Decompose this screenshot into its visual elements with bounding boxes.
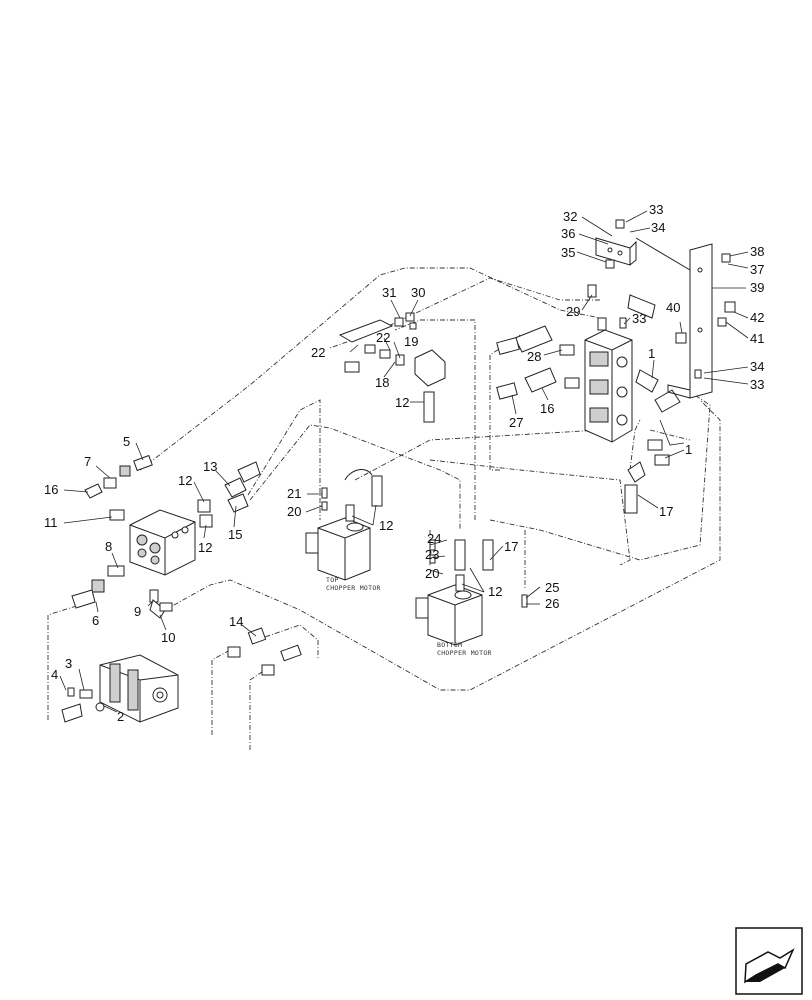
callout-3: 3: [65, 656, 72, 671]
callout-36: 36: [561, 226, 575, 241]
bottom-chopper-motor: [415, 539, 528, 646]
callout-14: 14: [229, 614, 243, 629]
valve-block: [129, 509, 196, 576]
top-motor-caption-line2: CHOPPER MOTOR: [326, 584, 381, 592]
callout-38: 38: [750, 244, 764, 259]
callout-11: 11: [44, 515, 58, 530]
callout-18: 18: [375, 375, 389, 390]
callout-19: 19: [404, 334, 418, 349]
callout-33: 33: [649, 202, 663, 217]
hydraulic-pump: [61, 654, 179, 723]
callout-12: 12: [488, 584, 502, 599]
callout-12: 12: [178, 473, 192, 488]
callout-40: 40: [666, 300, 680, 315]
callout-1: 1: [685, 442, 692, 457]
top-chopper-motor: [305, 469, 383, 581]
callout-32: 32: [563, 209, 577, 224]
bottom-motor-caption-line1: BOTTOM: [437, 641, 462, 649]
bottom-motor-caption-line2: CHOPPER MOTOR: [437, 649, 492, 657]
next-page-arrow-icon[interactable]: [735, 927, 803, 995]
callout-4: 4: [51, 667, 58, 682]
callout-1: 1: [648, 346, 655, 361]
callout-34: 34: [651, 220, 665, 235]
callout-28: 28: [527, 349, 541, 364]
callout-23: 23: [425, 547, 439, 562]
callout-29: 29: [566, 304, 580, 319]
callout-17: 17: [659, 504, 673, 519]
callout-27: 27: [509, 415, 523, 430]
upper-bracket: [595, 219, 637, 269]
hose-lines: [47, 267, 721, 750]
callout-12: 12: [379, 518, 393, 533]
callout-34: 34: [750, 359, 764, 374]
callout-22: 22: [376, 330, 390, 345]
callout-5: 5: [123, 434, 130, 449]
callout-33: 33: [632, 311, 646, 326]
callout-24: 24: [427, 531, 441, 546]
callout-31: 31: [382, 285, 396, 300]
callout-20: 20: [287, 504, 301, 519]
callout-12: 12: [395, 395, 409, 410]
callout-35: 35: [561, 245, 575, 260]
leader-lines: [59, 210, 749, 713]
callout-7: 7: [84, 454, 91, 469]
callout-42: 42: [750, 310, 764, 325]
callout-25: 25: [545, 580, 559, 595]
callout-16: 16: [44, 482, 58, 497]
callout-22: 22: [311, 345, 325, 360]
callout-10: 10: [161, 630, 175, 645]
side-bracket: [667, 243, 736, 399]
callout-6: 6: [92, 613, 99, 628]
callout-2: 2: [117, 709, 124, 724]
top-motor-caption-line1: TOP: [326, 576, 339, 584]
callout-20: 20: [425, 566, 439, 581]
callout-33: 33: [750, 377, 764, 392]
callout-12: 12: [198, 540, 212, 555]
callout-30: 30: [411, 285, 425, 300]
gear-pump-stack: [496, 284, 681, 514]
manifold: [338, 312, 446, 423]
callout-15: 15: [228, 527, 242, 542]
callout-16: 16: [540, 401, 554, 416]
callout-8: 8: [105, 539, 112, 554]
callout-26: 26: [545, 596, 559, 611]
callout-13: 13: [203, 459, 217, 474]
callout-37: 37: [750, 262, 764, 277]
callout-9: 9: [134, 604, 141, 619]
lower-fittings: [159, 602, 302, 676]
callout-labels: 5 7 16 11 8 6 9 10 12 13 12 15 14 3 4 2 …: [44, 202, 764, 724]
callout-39: 39: [750, 280, 764, 295]
callout-17: 17: [504, 539, 518, 554]
callout-41: 41: [750, 331, 764, 346]
callout-21: 21: [287, 486, 301, 501]
